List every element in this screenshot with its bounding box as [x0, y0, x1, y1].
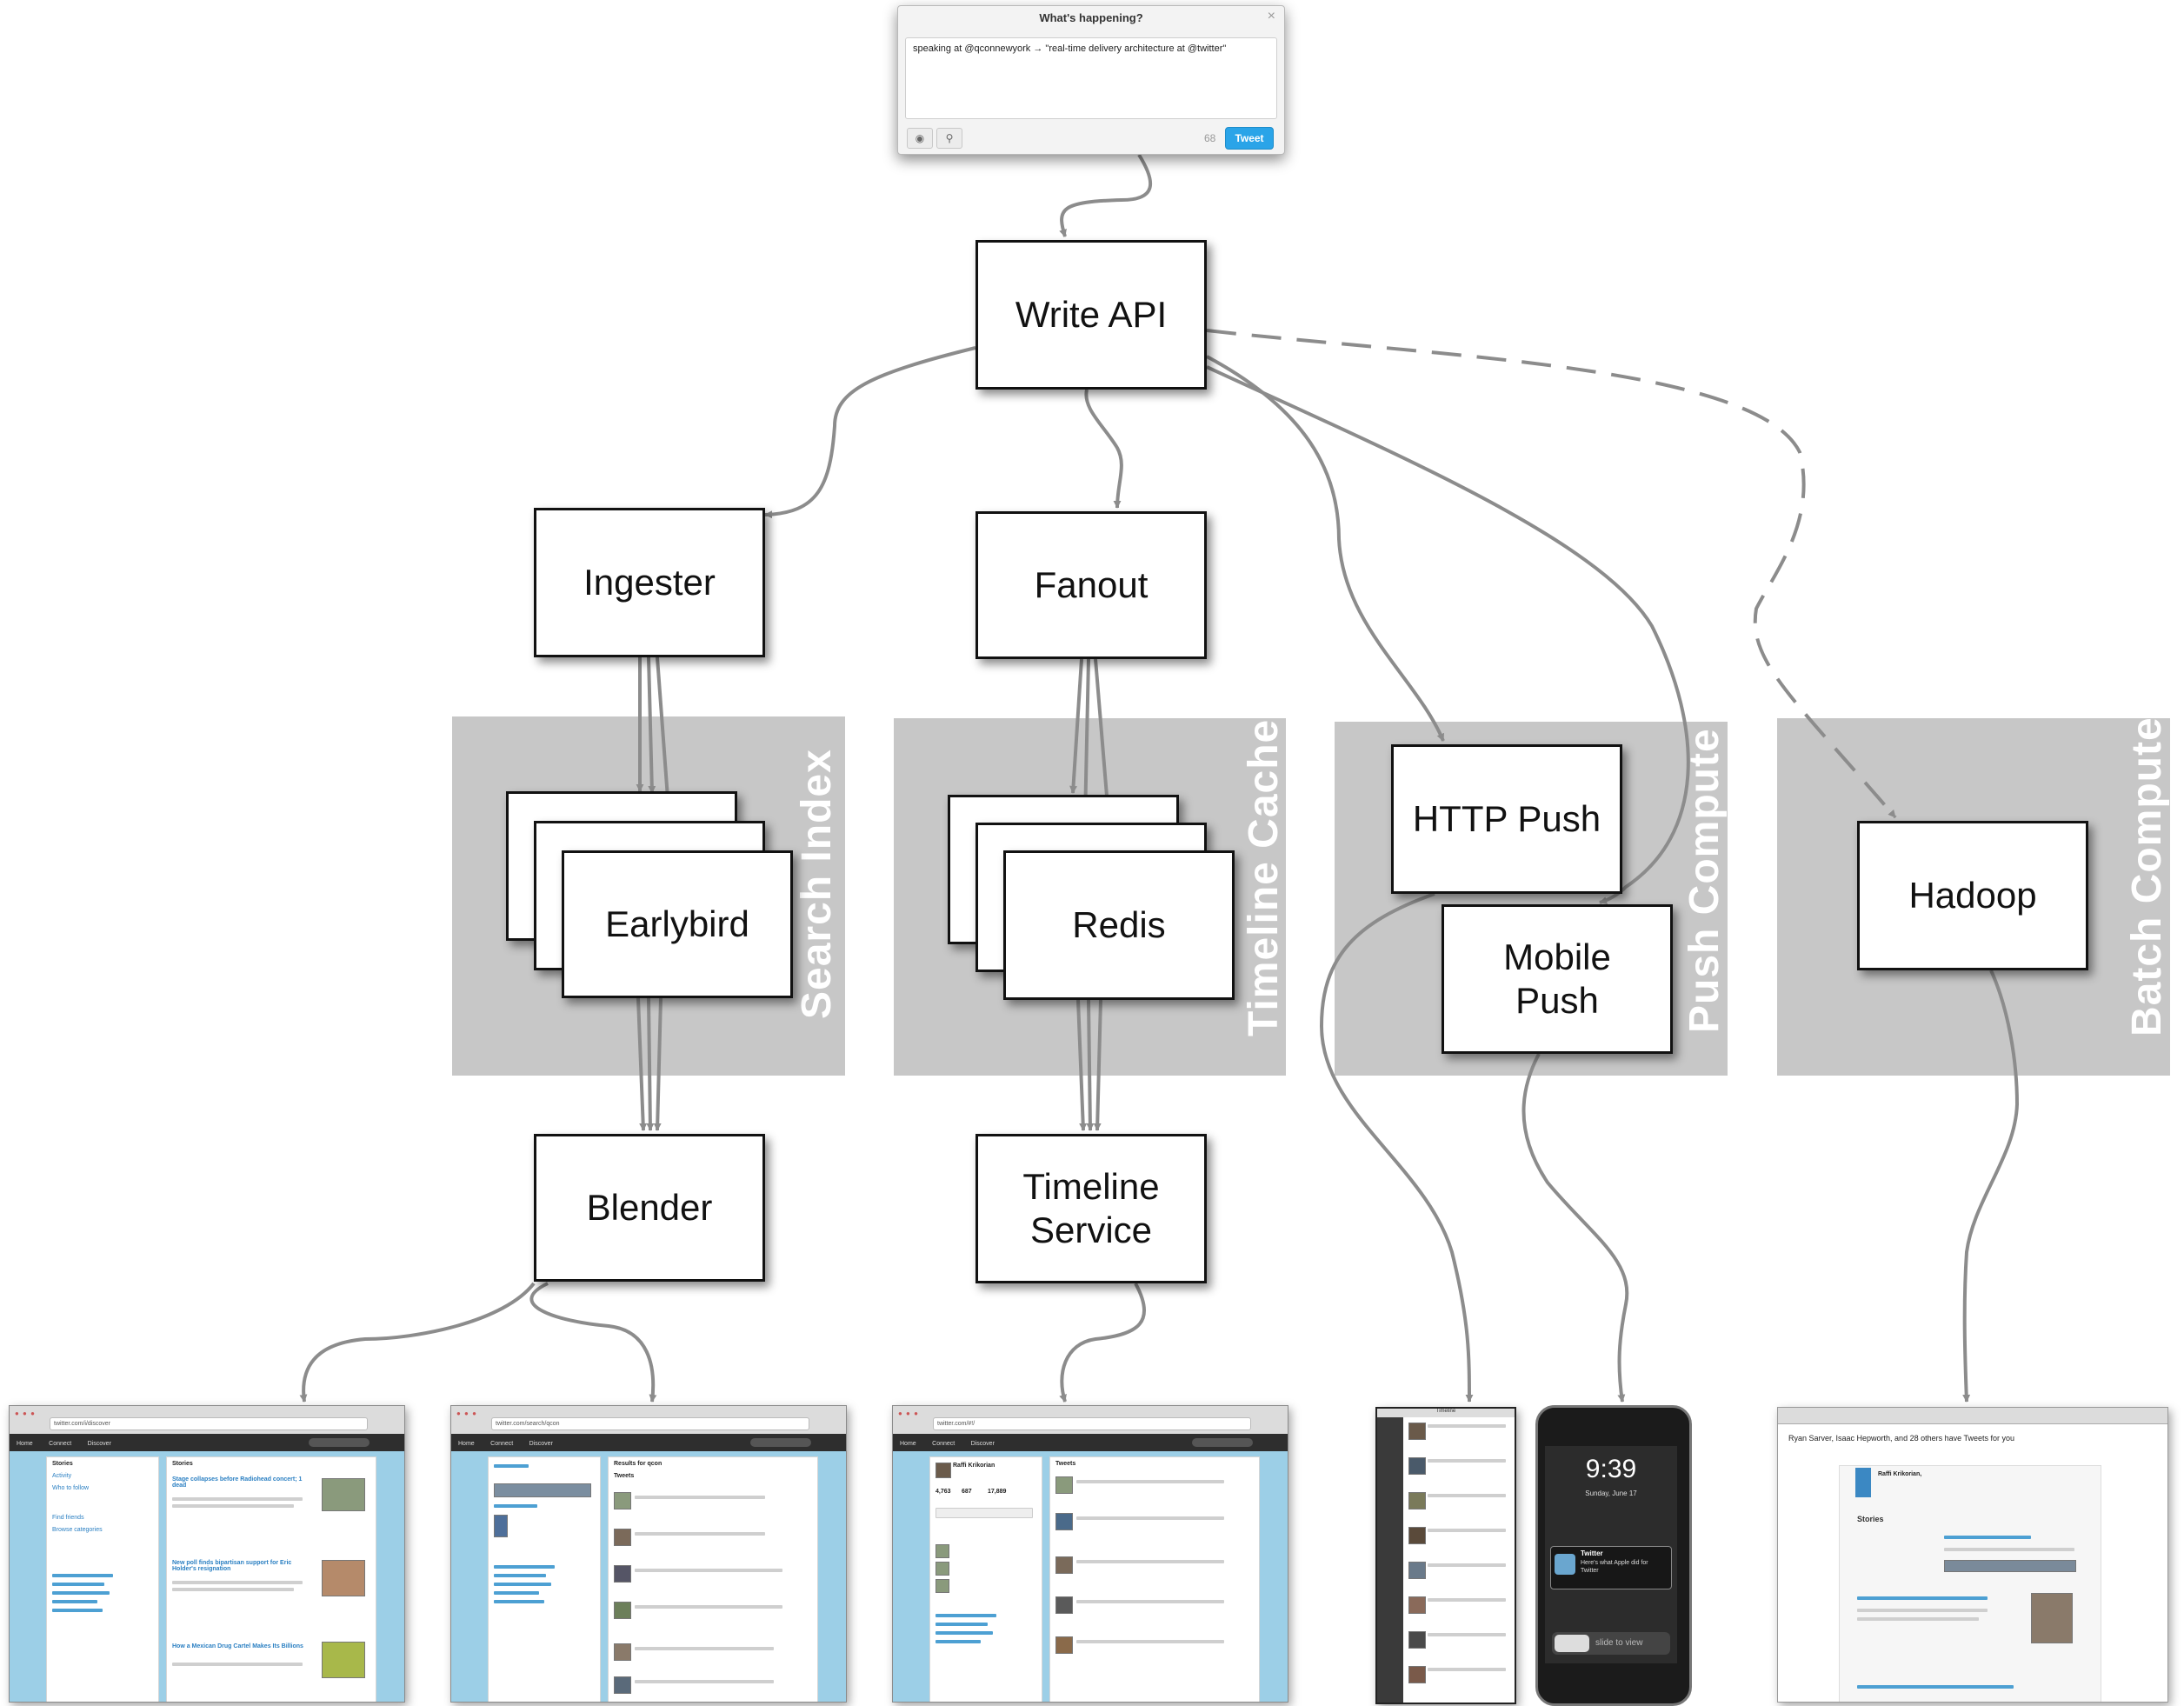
email-card: Raffi Krikorian, Stories — [1839, 1465, 2101, 1702]
camera-icon[interactable]: ◉ — [907, 128, 933, 149]
node-http-push: HTTP Push — [1391, 744, 1622, 894]
search-input — [309, 1438, 370, 1447]
screenshot-discover: ● ● ●twitter.com/i/discover Home Connect… — [9, 1405, 405, 1703]
push-notification: Twitter Here's what Apple did for Twitte… — [1550, 1546, 1672, 1589]
node-fanout: Fanout — [975, 511, 1207, 659]
node-blender: Blender — [534, 1134, 765, 1282]
search-input — [1192, 1438, 1253, 1447]
unlock-slider: slide to view — [1552, 1632, 1670, 1655]
tweetdeck-sidebar — [1377, 1417, 1403, 1703]
profile-pane: Raffi Krikorian 4,763 687 17,889 — [929, 1456, 1042, 1702]
sidebar-pane: Stories Activity Who to follow Find frie… — [46, 1456, 159, 1702]
edge-write-api-to-ingester — [764, 346, 976, 519]
node-timeline-service: Timeline Service — [975, 1134, 1207, 1283]
node-redis: Redis — [1003, 850, 1235, 1000]
sidebar-pane — [488, 1456, 601, 1702]
node-write-api: Write API — [975, 240, 1207, 390]
screenshot-email-digest: Ryan Sarver, Isaac Hepworth, and 28 othe… — [1777, 1407, 2168, 1703]
twitter-bird-ribbon — [1855, 1468, 1871, 1497]
node-ingester: Ingester — [534, 508, 765, 657]
cluster-label-push-compute: Push Compute — [1681, 728, 1728, 1033]
screenshot-tweetdeck: Timeline — [1375, 1407, 1516, 1704]
nav-home: Home — [17, 1441, 33, 1447]
tweet-textarea[interactable]: speaking at @qconnewyork → "real-time de… — [905, 37, 1277, 119]
tweet-button[interactable]: Tweet — [1225, 127, 1274, 150]
email-subject: Ryan Sarver, Isaac Hepworth, and 28 othe… — [1788, 1434, 2014, 1443]
search-input — [750, 1438, 811, 1447]
twitter-app-icon — [1555, 1554, 1575, 1575]
url-bar: twitter.com/search/qcon — [491, 1417, 809, 1430]
location-pin-icon[interactable]: ⚲ — [936, 128, 962, 149]
close-icon[interactable]: × — [1267, 9, 1275, 23]
character-counter: 68 — [1204, 132, 1216, 144]
edge-blender-to-discover — [299, 1282, 536, 1403]
tweetdeck-title: Timeline — [1377, 1409, 1515, 1417]
cluster-label-search-index: Search Index — [794, 749, 840, 1019]
iphone-screen: 9:39 Sunday, June 17 Twitter Here's what… — [1545, 1446, 1677, 1663]
screenshot-home-timeline: ● ● ●twitter.com/#!/ Home Connect Discov… — [892, 1405, 1288, 1703]
node-earlybird: Earlybird — [562, 850, 793, 998]
nav-bar: Home Connect Discover — [893, 1434, 1288, 1451]
nav-home: Home — [458, 1441, 475, 1447]
nav-connect: Connect — [490, 1441, 514, 1447]
edge-compose-to-write-api — [1059, 153, 1153, 237]
nav-bar: Home Connect Discover — [10, 1434, 404, 1451]
node-mobile-push: Mobile Push — [1442, 904, 1673, 1054]
email-heading: Stories — [1857, 1515, 1884, 1523]
edge-write-api-to-fanout — [1084, 389, 1123, 509]
lockscreen-clock: 9:39 — [1585, 1455, 1637, 1483]
node-hadoop: Hadoop — [1857, 821, 2088, 970]
compose-title: What's happening? — [1039, 11, 1143, 24]
screenshot-iphone-lockscreen: 9:39 Sunday, June 17 Twitter Here's what… — [1535, 1405, 1692, 1706]
nav-home: Home — [900, 1441, 916, 1447]
edge-blender-to-search — [529, 1282, 657, 1403]
nav-connect: Connect — [49, 1441, 72, 1447]
cluster-label-timeline-cache: Timeline Cache — [1241, 718, 1287, 1036]
stories-pane: Stories Stage collapses before Radiohead… — [166, 1456, 376, 1702]
url-bar: twitter.com/#!/ — [933, 1417, 1251, 1430]
nav-bar: Home Connect Discover — [451, 1434, 846, 1451]
nav-discover: Discover — [529, 1441, 553, 1447]
nav-discover: Discover — [970, 1441, 995, 1447]
cluster-label-batch-compute: Batch Compute — [2124, 716, 2170, 1036]
tweet-compose-dialog: What's happening? × speaking at @qconnew… — [897, 5, 1285, 155]
edge-timeline-service-to-home — [1059, 1283, 1146, 1403]
nav-connect: Connect — [932, 1441, 956, 1447]
edge-write-api-to-http-push — [1206, 355, 1445, 742]
edge-mobile-push-to-iphone — [1521, 1053, 1629, 1403]
url-bar: twitter.com/i/discover — [50, 1417, 368, 1430]
screenshot-search: ● ● ●twitter.com/search/qcon Home Connec… — [450, 1405, 847, 1703]
nav-discover: Discover — [87, 1441, 111, 1447]
results-pane: Results for qcon Tweets — [608, 1456, 818, 1702]
tweets-pane: Tweets — [1049, 1456, 1260, 1702]
lockscreen-date: Sunday, June 17 — [1585, 1489, 1637, 1497]
slider-knob — [1555, 1635, 1589, 1652]
